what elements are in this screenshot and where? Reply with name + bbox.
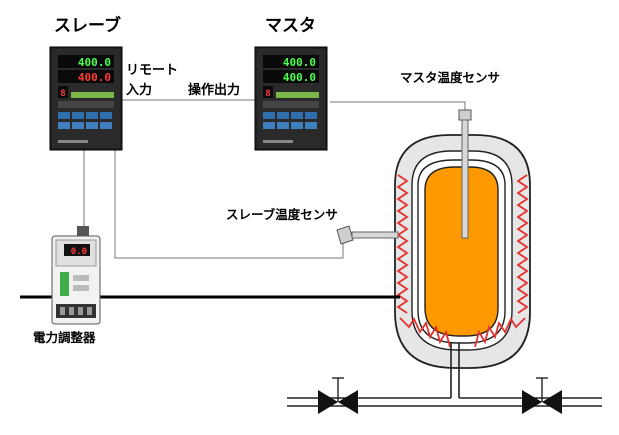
power-controller-label: 電力調整器 [33, 330, 96, 345]
master-temp-sensor [458, 109, 472, 239]
slave-sv-display: 400.0 [78, 71, 111, 84]
heater-left [396, 174, 409, 314]
tank-contents [424, 166, 499, 337]
master-controller: 400.0 400.0 8 [254, 46, 328, 151]
master-pv-display: 400.0 [283, 56, 316, 69]
master-ch-display: 8 [265, 89, 270, 99]
valve-right [522, 377, 562, 414]
master-sv-display: 400.0 [283, 71, 316, 84]
slave-key-1 [58, 112, 70, 119]
slave-pv-display: 400.0 [78, 56, 111, 69]
slave-key-2 [72, 112, 84, 119]
heater-right [516, 174, 529, 314]
slave-ch-display: 8 [60, 89, 65, 99]
slave-key-4 [100, 112, 112, 119]
signal-wires [83, 99, 466, 259]
operation-output-label: 操作出力 [188, 83, 241, 98]
power-controller-display: 0.0 [71, 247, 87, 257]
wire-slave-sensor [114, 150, 344, 259]
remote-input-label-line1: リモート [126, 63, 179, 78]
slave-key-3 [86, 112, 98, 119]
valve-left [318, 377, 358, 414]
remote-input-label-line2: 入力 [126, 83, 153, 98]
heater-bottom-left [399, 317, 451, 348]
master-title: マスタ [265, 16, 316, 36]
wire-master-sensor [330, 101, 466, 110]
heater-bottom-right [474, 317, 526, 348]
master-temp-sensor-label: マスタ温度センサ [400, 70, 501, 85]
slave-temp-sensor [336, 225, 399, 245]
power-controller: 0.0 [51, 226, 101, 325]
slave-controller: 400.0 400.0 8 [49, 46, 123, 151]
slave-temp-sensor-label: スレーブ温度センサ [226, 207, 338, 222]
slave-title: スレーブ [54, 16, 121, 36]
tank [384, 134, 531, 369]
